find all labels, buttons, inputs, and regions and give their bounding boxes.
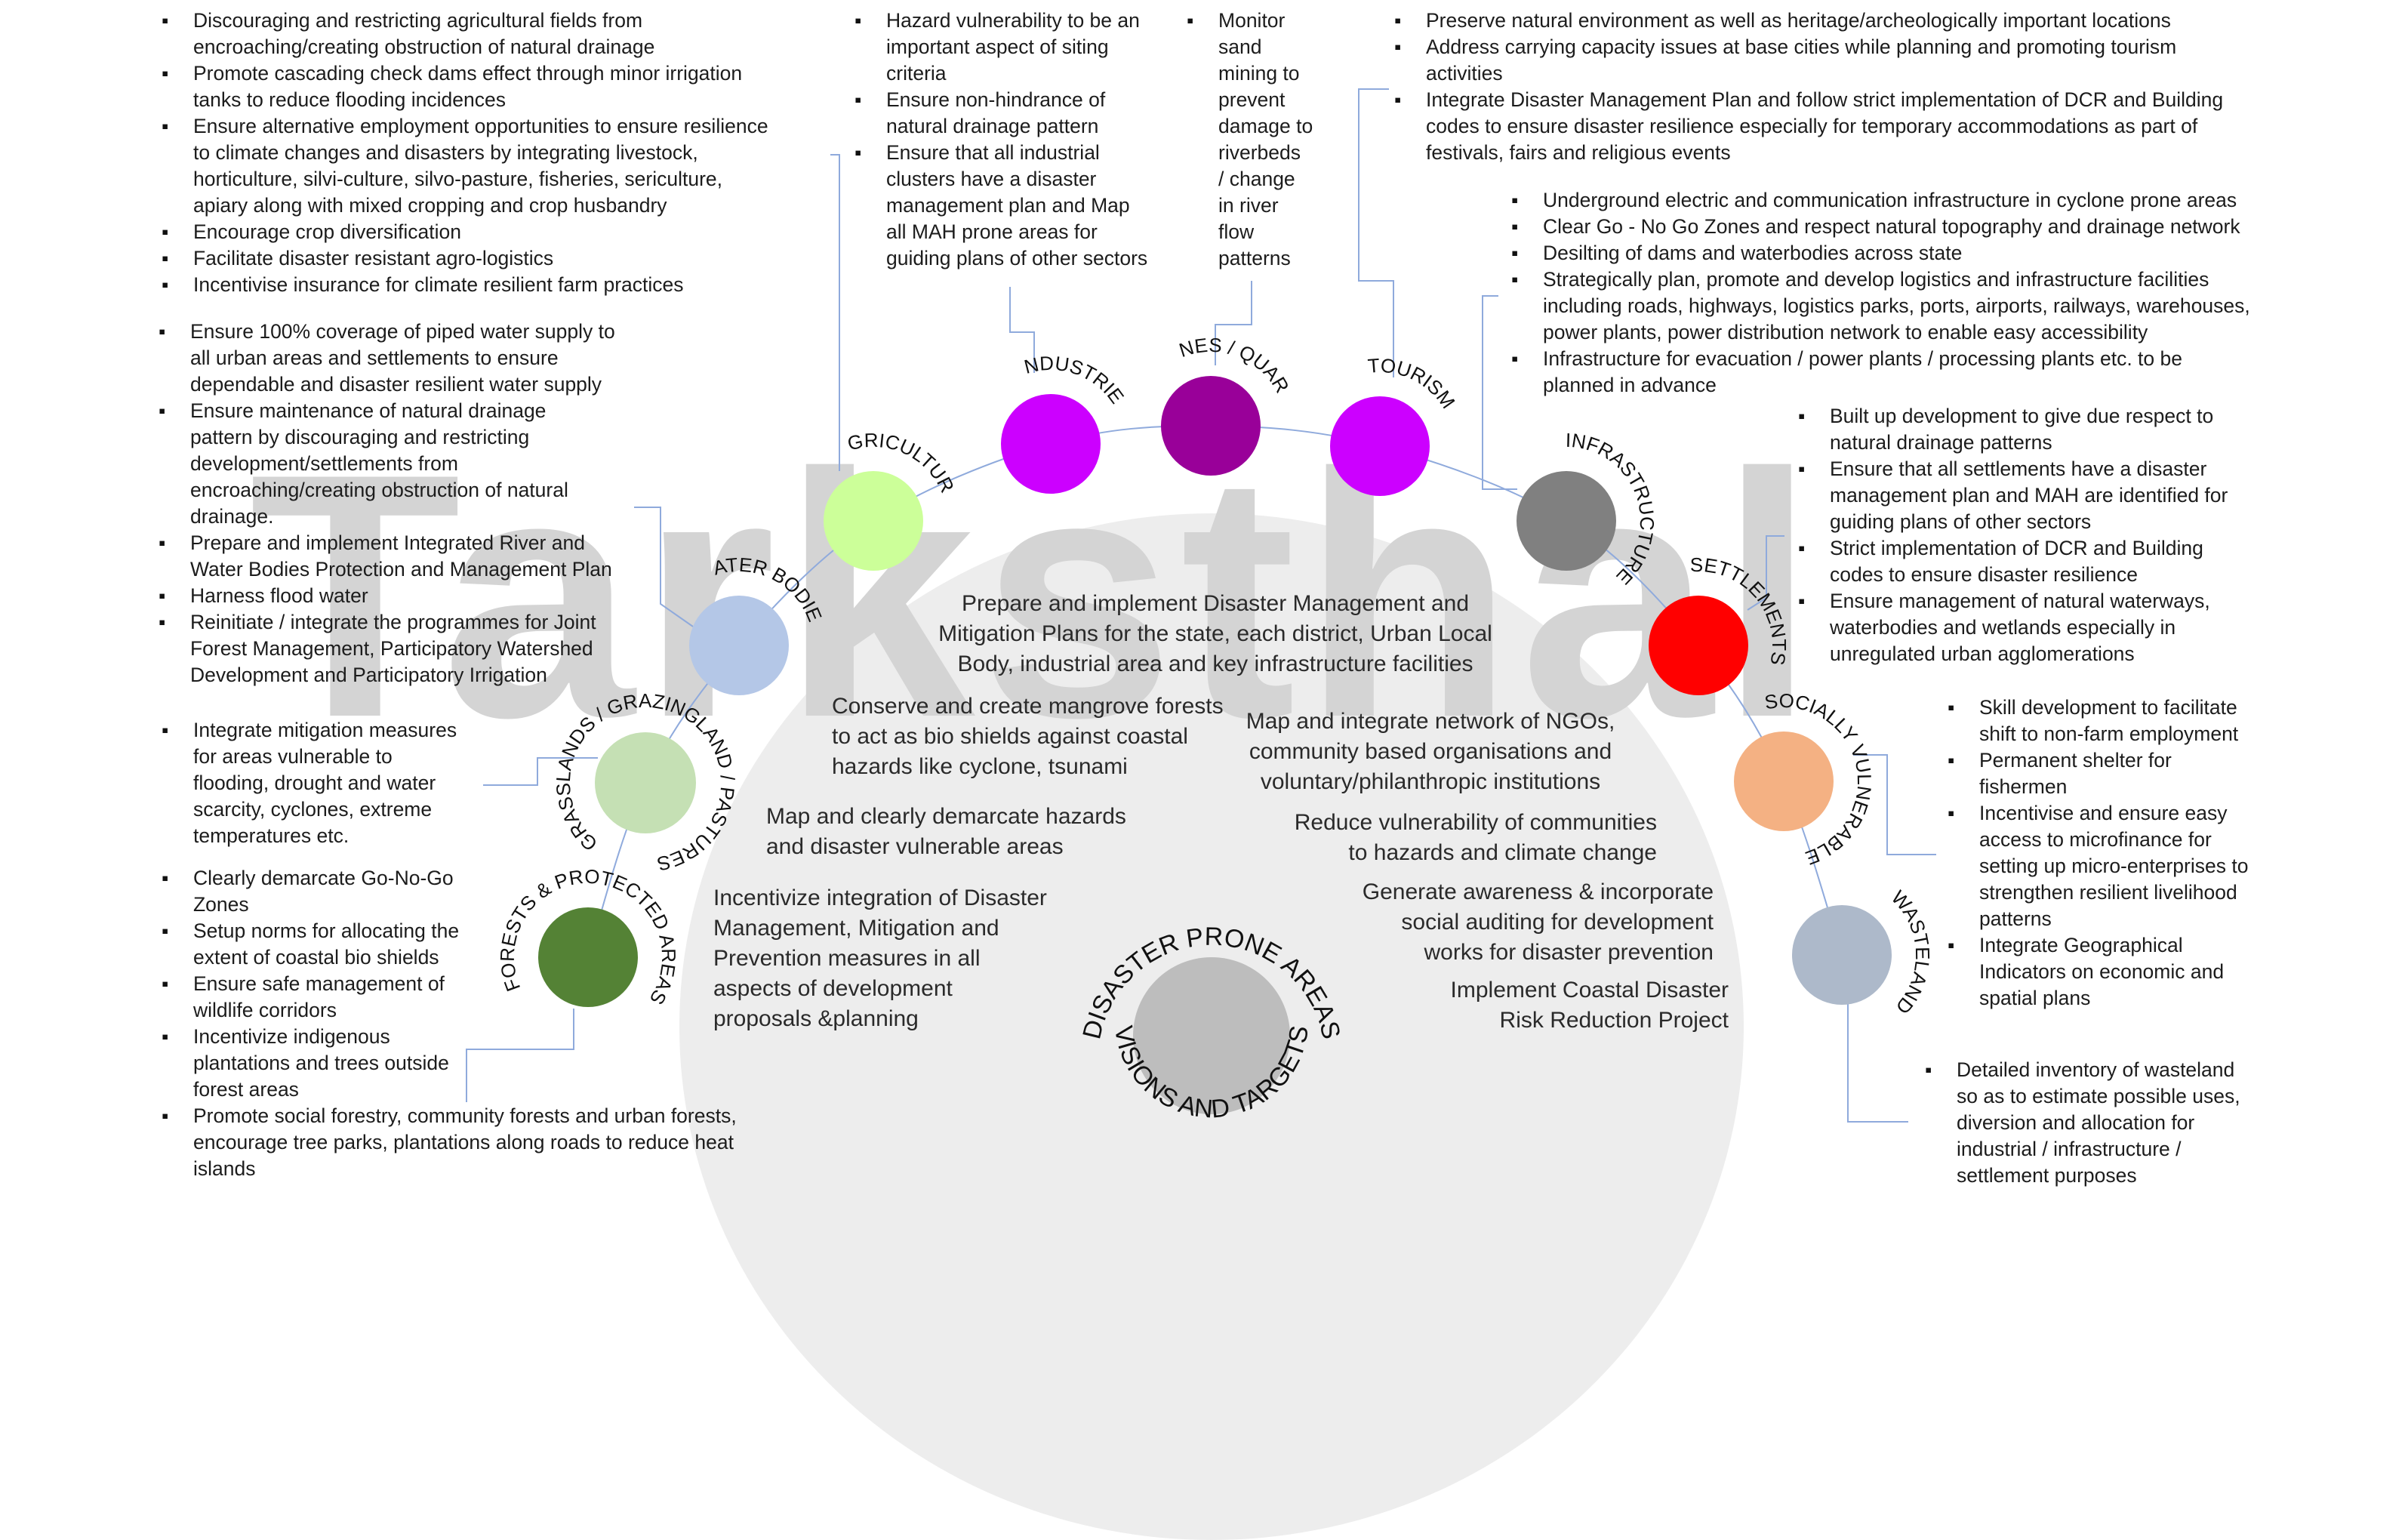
- connector-settlements: [1747, 535, 1784, 611]
- infrastructure-bullets: Underground electric and communication i…: [1510, 187, 2408, 399]
- bullet-item: Skill development to facilitate shift to…: [1948, 695, 2387, 747]
- node-circle-agriculture: [824, 471, 923, 571]
- bullet-item: Integrate Disaster Management Plan and f…: [1394, 87, 2302, 166]
- bullet-item: Ensure maintenance of natural drainage p…: [159, 398, 719, 530]
- node-circle-settlements: [1649, 596, 1748, 695]
- connector-vulnerable: [1853, 754, 1936, 855]
- bullet-item: Harness flood water: [159, 583, 719, 609]
- connector-industries: [1009, 287, 1035, 373]
- center-statement-coastal-project: Implement Coastal Disaster Risk Reductio…: [1450, 978, 1729, 1033]
- hub-circle: [1133, 957, 1290, 1114]
- bullet-item: Infrastructure for evacuation / power pl…: [1511, 346, 2408, 399]
- node-circle-wasteland: [1792, 905, 1892, 1005]
- bullet-item: Ensure that all settlements have a disas…: [1798, 456, 2373, 535]
- bullet-item: Reinitiate / integrate the programmes fo…: [159, 609, 719, 688]
- bullet-item: Underground electric and communication i…: [1511, 187, 2408, 214]
- bullet-item: Preserve natural environment as well as …: [1394, 8, 2302, 34]
- bullet-item: Encourage crop diversification: [162, 219, 873, 245]
- connector-infrastructure: [1482, 295, 1517, 490]
- node-circle-industries: [1001, 394, 1101, 494]
- node-circle-vulnerable: [1734, 732, 1834, 831]
- bullet-item: Promote social forestry, community fores…: [162, 1103, 873, 1182]
- center-statement-awareness: Generate awareness & incorporate social …: [1362, 879, 1714, 965]
- node-infrastructure: INFRASTRUCTURE: [1517, 429, 1658, 590]
- mines-bullets: Monitor sand mining to prevent damage to…: [1185, 8, 1369, 272]
- wasteland-bullets: Detailed inventory of wasteland so as to…: [1923, 1057, 2364, 1189]
- forests-bullets: Clearly demarcate Go-No-Go ZonesSetup no…: [160, 865, 873, 1182]
- bullet-item: Promote cascading check dams effect thro…: [162, 60, 873, 113]
- node-wasteland: WASTELAND: [1792, 886, 1934, 1019]
- bullet-item: Ensure that all industrial clusters have…: [855, 140, 1218, 272]
- bullet-item: Clear Go - No Go Zones and respect natur…: [1511, 214, 2408, 240]
- bullet-item: Address carrying capacity issues at base…: [1394, 34, 2302, 87]
- bullet-item: Monitor sand mining to prevent damage to…: [1187, 8, 1369, 272]
- node-label-wasteland: WASTELAND: [1887, 886, 1934, 1019]
- node-circle-mines: [1161, 376, 1261, 476]
- connector-wasteland: [1847, 1004, 1908, 1123]
- bullet-item: Desilting of dams and waterbodies across…: [1511, 240, 2408, 266]
- bullet-item: Facilitate disaster resistant agro-logis…: [162, 245, 873, 272]
- bullet-item: Incentivize indigenous plantations and t…: [162, 1024, 873, 1103]
- tourism-bullets: Preserve natural environment as well as …: [1393, 8, 2302, 166]
- bullet-item: Ensure safe management of wildlife corri…: [162, 971, 873, 1024]
- grasslands-bullets: Integrate mitigation measures for areas …: [160, 717, 548, 849]
- center-statement-dm-plans: Prepare and implement Disaster Managemen…: [938, 591, 1492, 676]
- bullet-item: Ensure 100% coverage of piped water supp…: [159, 319, 719, 398]
- bullet-item: Incentivise insurance for climate resili…: [162, 272, 873, 298]
- bullet-item: Discouraging and restricting agricultura…: [162, 8, 873, 60]
- center-statement-ngo-network: Map and integrate network of NGOs, commu…: [1246, 709, 1615, 794]
- bullet-item: Strict implementation of DCR and Buildin…: [1798, 535, 2373, 588]
- bullet-item: Ensure non-hindrance of natural drainage…: [855, 87, 1218, 140]
- bullet-item: Integrate mitigation measures for areas …: [162, 717, 548, 849]
- center-statement-mangroves: Conserve and create mangrove forests to …: [832, 694, 1224, 779]
- node-circle-tourism: [1330, 396, 1430, 496]
- waterbodies-bullets: Ensure 100% coverage of piped water supp…: [157, 319, 719, 688]
- node-vulnerable: SOCIALLY VULNERABLE: [1734, 689, 1876, 870]
- node-grasslands: GRASSLANDS / GRAZINGLAND / PASTURES: [552, 689, 739, 876]
- bullet-item: Strategically plan, promote and develop …: [1511, 266, 2408, 346]
- center-statement-hazard-mapping: Map and clearly demarcate hazards and di…: [766, 804, 1126, 859]
- industries-bullets: Hazard vulnerability to be an important …: [853, 8, 1218, 272]
- socially-vulnerable-bullets: Skill development to facilitate shift to…: [1946, 695, 2387, 1012]
- bullet-item: Setup norms for allocating the extent of…: [162, 918, 873, 971]
- center-statement-reduce-vulnerability: Reduce vulnerability of communities to h…: [1294, 810, 1657, 865]
- node-settlements: SETTLEMENTS: [1649, 553, 1791, 695]
- bullet-item: Ensure alternative employment opportunit…: [162, 113, 873, 219]
- bullet-item: Hazard vulnerability to be an important …: [855, 8, 1218, 87]
- bullet-item: Clearly demarcate Go-No-Go Zones: [162, 865, 873, 918]
- agriculture-bullets: Discouraging and restricting agricultura…: [160, 8, 873, 298]
- node-circle-grasslands: [595, 732, 696, 833]
- node-tourism: TOURISM: [1330, 354, 1460, 496]
- bullet-item: Ensure management of natural waterways, …: [1798, 588, 2373, 667]
- bullet-item: Built up development to give due respect…: [1798, 403, 2373, 456]
- settlements-bullets: Built up development to give due respect…: [1797, 403, 2373, 667]
- bullet-item: Incentivise and ensure easy access to mi…: [1948, 800, 2387, 932]
- bullet-item: Permanent shelter for fishermen: [1948, 747, 2387, 800]
- connector-mines: [1215, 281, 1252, 365]
- bullet-item: Integrate Geographical Indicators on eco…: [1948, 932, 2387, 1012]
- bullet-item: Detailed inventory of wasteland so as to…: [1925, 1057, 2364, 1189]
- bullet-item: Prepare and implement Integrated River a…: [159, 530, 719, 583]
- node-circle-infrastructure: [1517, 471, 1616, 571]
